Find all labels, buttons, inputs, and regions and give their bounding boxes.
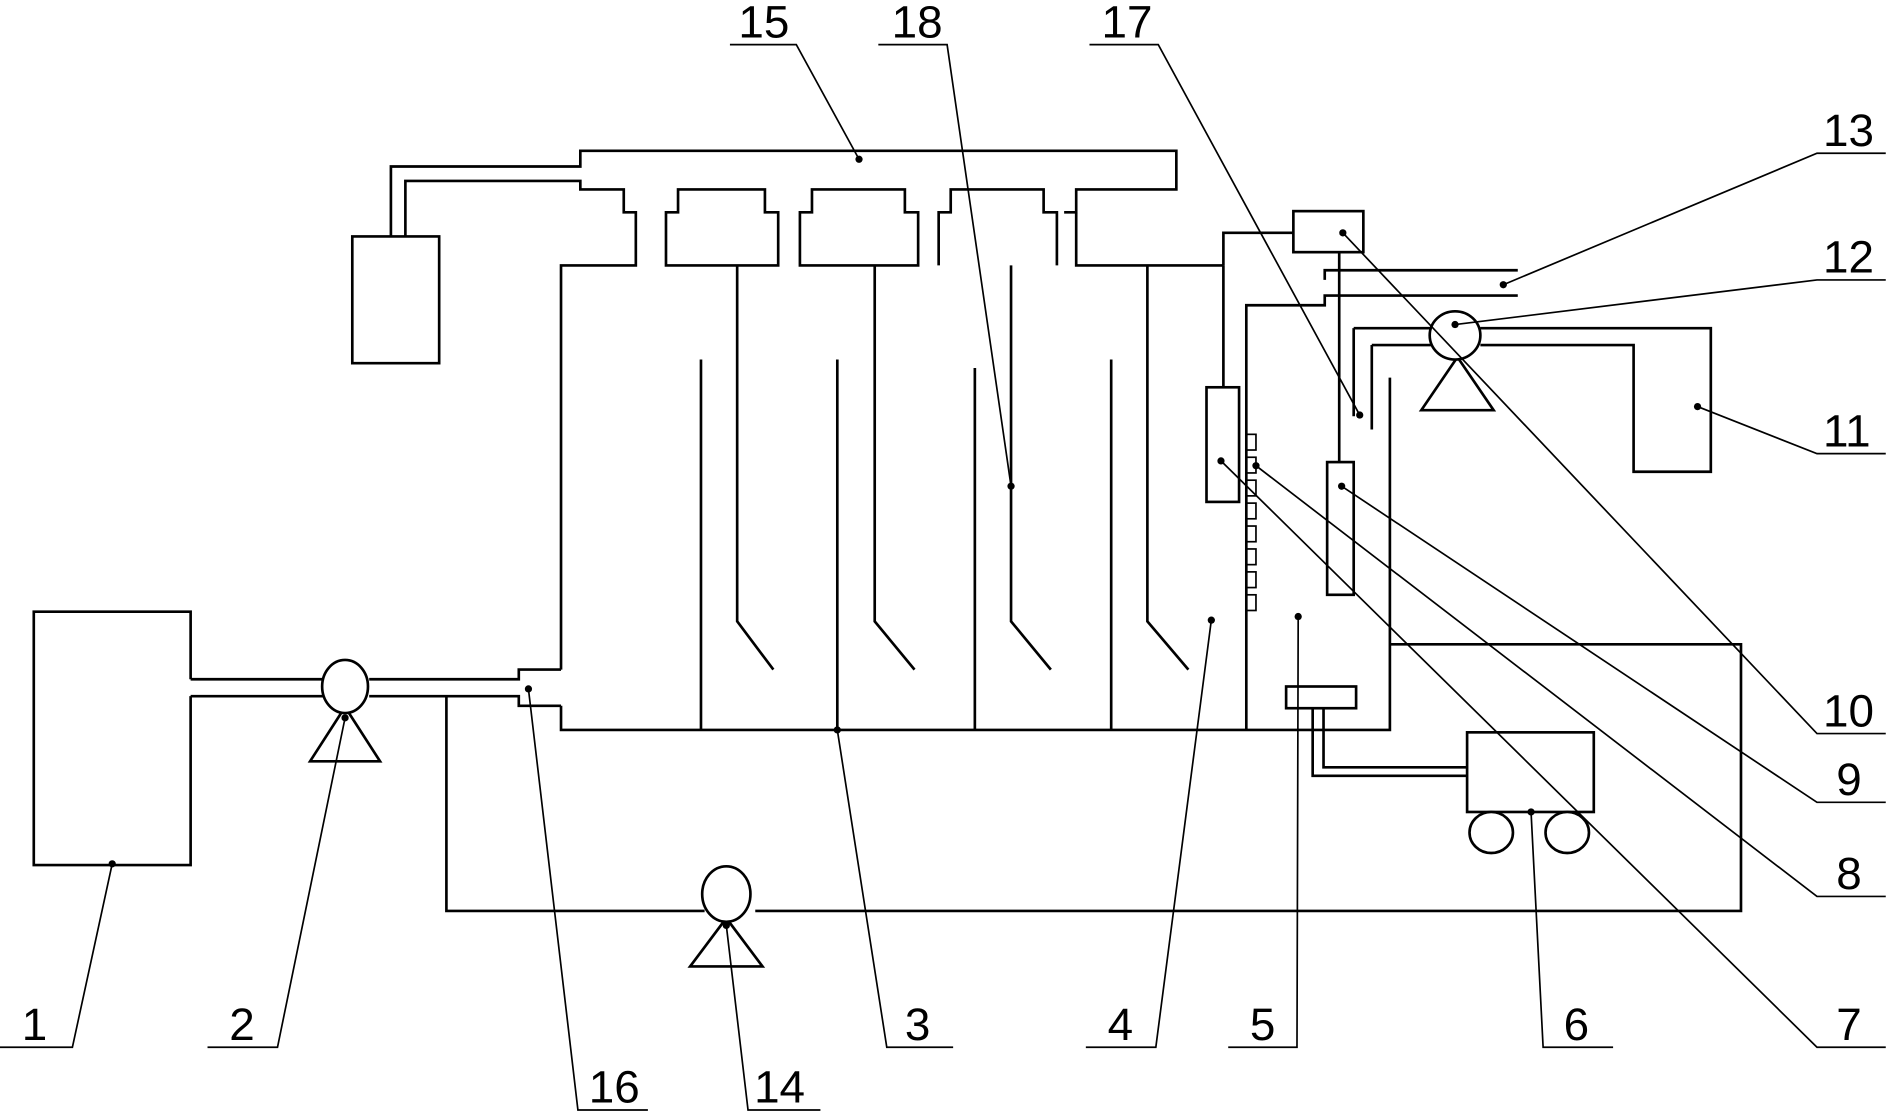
recycle-loop [445, 642, 1743, 968]
label-3: 3 [905, 999, 930, 1050]
heater-loop [1284, 685, 1596, 855]
gas-pump [1418, 309, 1497, 412]
label-18: 18 [892, 0, 943, 47]
baffles [699, 265, 1190, 730]
side-vessel [350, 235, 441, 365]
electrode-7 [1205, 265, 1241, 504]
label-7: 7 [1836, 999, 1862, 1050]
label-6: 6 [1564, 999, 1590, 1050]
label-13: 13 [1823, 105, 1874, 156]
label-9: 9 [1836, 754, 1862, 805]
label-8: 8 [1836, 848, 1862, 899]
inlet-pipe [190, 668, 562, 708]
label-15: 15 [738, 0, 789, 47]
label-5: 5 [1250, 999, 1276, 1050]
gas-hoods [664, 188, 1059, 267]
gas-collector [1480, 326, 1713, 474]
label-1: 1 [22, 999, 48, 1050]
part-labels: 1 2 3 4 5 6 7 8 9 10 11 12 13 14 15 16 1… [22, 0, 1874, 1112]
leader-lines [0, 43, 1886, 1111]
label-10: 10 [1823, 685, 1874, 736]
label-11: 11 [1823, 405, 1871, 456]
label-17: 17 [1102, 0, 1153, 47]
label-12: 12 [1823, 232, 1874, 283]
label-4: 4 [1108, 999, 1133, 1050]
label-16: 16 [589, 1062, 640, 1112]
feed-tank [32, 610, 192, 867]
feed-pump [307, 658, 383, 763]
label-14: 14 [754, 1062, 805, 1112]
vent-pipe [1352, 326, 1431, 430]
label-2: 2 [229, 999, 254, 1050]
membrane-stack [1245, 433, 1257, 612]
